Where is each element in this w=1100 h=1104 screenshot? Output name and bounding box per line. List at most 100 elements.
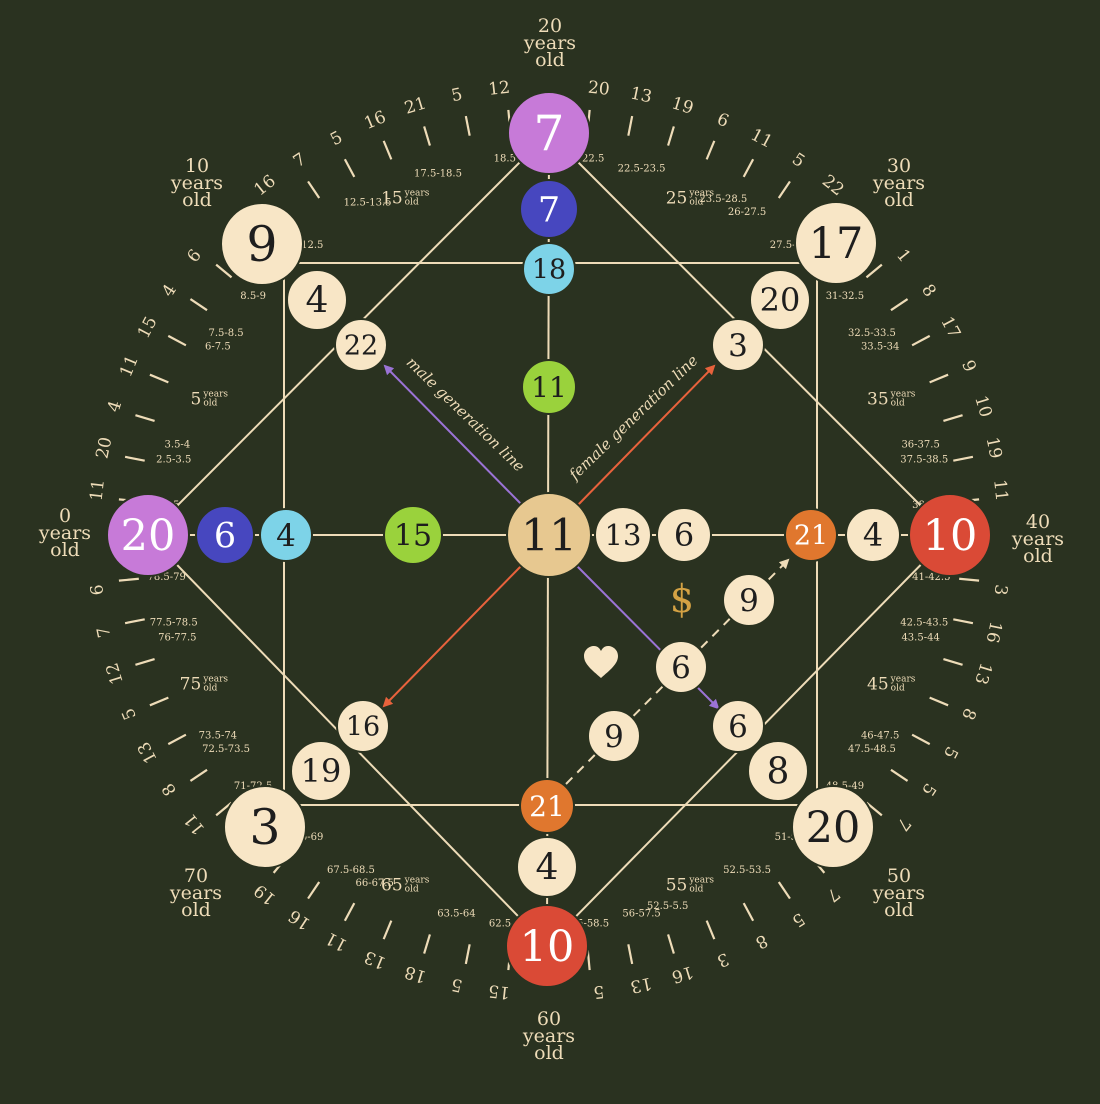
age-label-old: old <box>535 49 565 71</box>
node-right-value: 10 <box>923 511 978 561</box>
node-top-left-circle <box>220 202 304 286</box>
age-tick <box>124 455 145 462</box>
age-tick <box>135 658 155 666</box>
age-label-old: old <box>182 189 212 211</box>
sector-value: 3 <box>714 948 732 971</box>
node-top-2-circle <box>519 179 579 239</box>
node-bottom-3: 21 <box>519 778 575 834</box>
node-bottom-left-2-circle <box>290 740 352 802</box>
age-tick <box>953 455 974 462</box>
sector-value: 5 <box>450 85 465 107</box>
age-tick <box>149 373 169 384</box>
node-bottom-2-circle <box>516 836 578 898</box>
sector-value: 5 <box>788 908 808 931</box>
age-tick <box>667 934 675 954</box>
node-top-right-2-circle <box>749 269 811 331</box>
sector-value: 8 <box>158 779 181 799</box>
node-left-3-value: 4 <box>276 518 296 554</box>
sector-value: 19 <box>982 435 1006 460</box>
node-top-2-value: 7 <box>538 190 560 230</box>
age-label-old: old <box>50 539 80 561</box>
sector-value: 5 <box>917 779 940 799</box>
node-right-2-value: 4 <box>863 516 883 554</box>
node-bottom-right-3-circle <box>711 699 765 753</box>
node-left-2: 6 <box>195 505 255 565</box>
age-labels: 0yearsold10yearsold20yearsold30yearsold4… <box>38 15 1064 1064</box>
sector-value: 13 <box>361 946 389 973</box>
node-top-left-3-circle <box>334 318 388 372</box>
node-top-right: 17 <box>794 201 878 285</box>
age-tick <box>929 373 949 384</box>
node-bottom-left-circle <box>223 785 307 869</box>
node-bottom-left-value: 3 <box>249 799 280 856</box>
age-tick <box>423 126 431 146</box>
node-center-right-2-circle <box>656 507 712 563</box>
age-tick <box>890 298 909 312</box>
sector-value: 5 <box>592 981 605 1002</box>
sector-value: 11 <box>87 478 109 502</box>
node-center-circle <box>506 492 592 578</box>
node-bottom-right-3-value: 6 <box>728 709 748 745</box>
age-range: 73.5-74 <box>199 730 237 741</box>
node-right-2-circle <box>845 507 901 563</box>
age-range: 8.5-9 <box>240 291 266 302</box>
sector-value: 11 <box>747 125 775 153</box>
node-center-right-2: 6 <box>656 507 712 563</box>
mid-age-value: 5 <box>190 390 201 410</box>
mid-age-value: 25 <box>666 188 688 208</box>
age-tick <box>959 577 980 582</box>
node-center-right-1-value: 13 <box>605 518 642 552</box>
age-label-years: years <box>872 172 925 194</box>
age-label-age: 50 <box>887 865 911 887</box>
node-money-3: 9 <box>587 709 641 763</box>
age-range: 31-32.5 <box>826 291 864 302</box>
mid-age-old: old <box>405 197 419 207</box>
sector-value: 12 <box>102 660 127 687</box>
age-range: 11-12.5 <box>285 240 323 251</box>
mid-age-old: old <box>203 399 217 409</box>
age-tick <box>865 801 883 817</box>
sector-value: 18 <box>402 961 429 986</box>
age-range: 78.5-79 <box>148 572 186 583</box>
age-range: 63.5-64 <box>437 909 475 920</box>
node-bottom-right-2-value: 8 <box>767 752 790 793</box>
sector-s0-10: 112041115465yearsold1-2.52.5-3.53.5-46-7… <box>87 246 266 511</box>
node-center-value: 11 <box>521 510 577 561</box>
mid-age-value: 15 <box>381 188 403 208</box>
age-label-old: old <box>884 899 914 921</box>
age-tick <box>777 881 791 900</box>
mid-age-value: 55 <box>666 876 688 896</box>
node-bottom-right: 20 <box>791 785 875 869</box>
node-left-value: 20 <box>121 511 176 561</box>
sector-value: 5 <box>327 127 346 150</box>
node-top-left: 9 <box>220 202 304 286</box>
mid-age-old: old <box>689 197 703 207</box>
age-tick <box>742 902 755 922</box>
age-tick <box>423 934 431 954</box>
node-center-right-1-circle <box>594 506 652 564</box>
female-generation-line-lower <box>382 561 526 708</box>
age-range: 77.5-78.5 <box>150 617 198 628</box>
age-tick <box>627 115 634 136</box>
node-bottom-left-3-value: 16 <box>346 711 380 742</box>
sector-value: 8 <box>957 705 980 723</box>
age-range: 33.5-34 <box>861 342 899 353</box>
sector-value: 3 <box>990 583 1011 596</box>
age-range: 12.5-13.5 <box>344 198 392 209</box>
node-left-2-circle <box>195 505 255 565</box>
node-top: 7 <box>507 91 591 175</box>
node-left-4-value: 15 <box>394 519 432 554</box>
age-label-age: 70 <box>184 865 208 887</box>
age-label-years: years <box>522 1025 575 1047</box>
sector-value: 11 <box>989 478 1011 502</box>
age-tick <box>149 696 169 707</box>
sector-value: 20 <box>92 435 116 460</box>
age-range: 22.5-23.5 <box>618 163 666 174</box>
node-right-3-value: 21 <box>794 520 828 551</box>
